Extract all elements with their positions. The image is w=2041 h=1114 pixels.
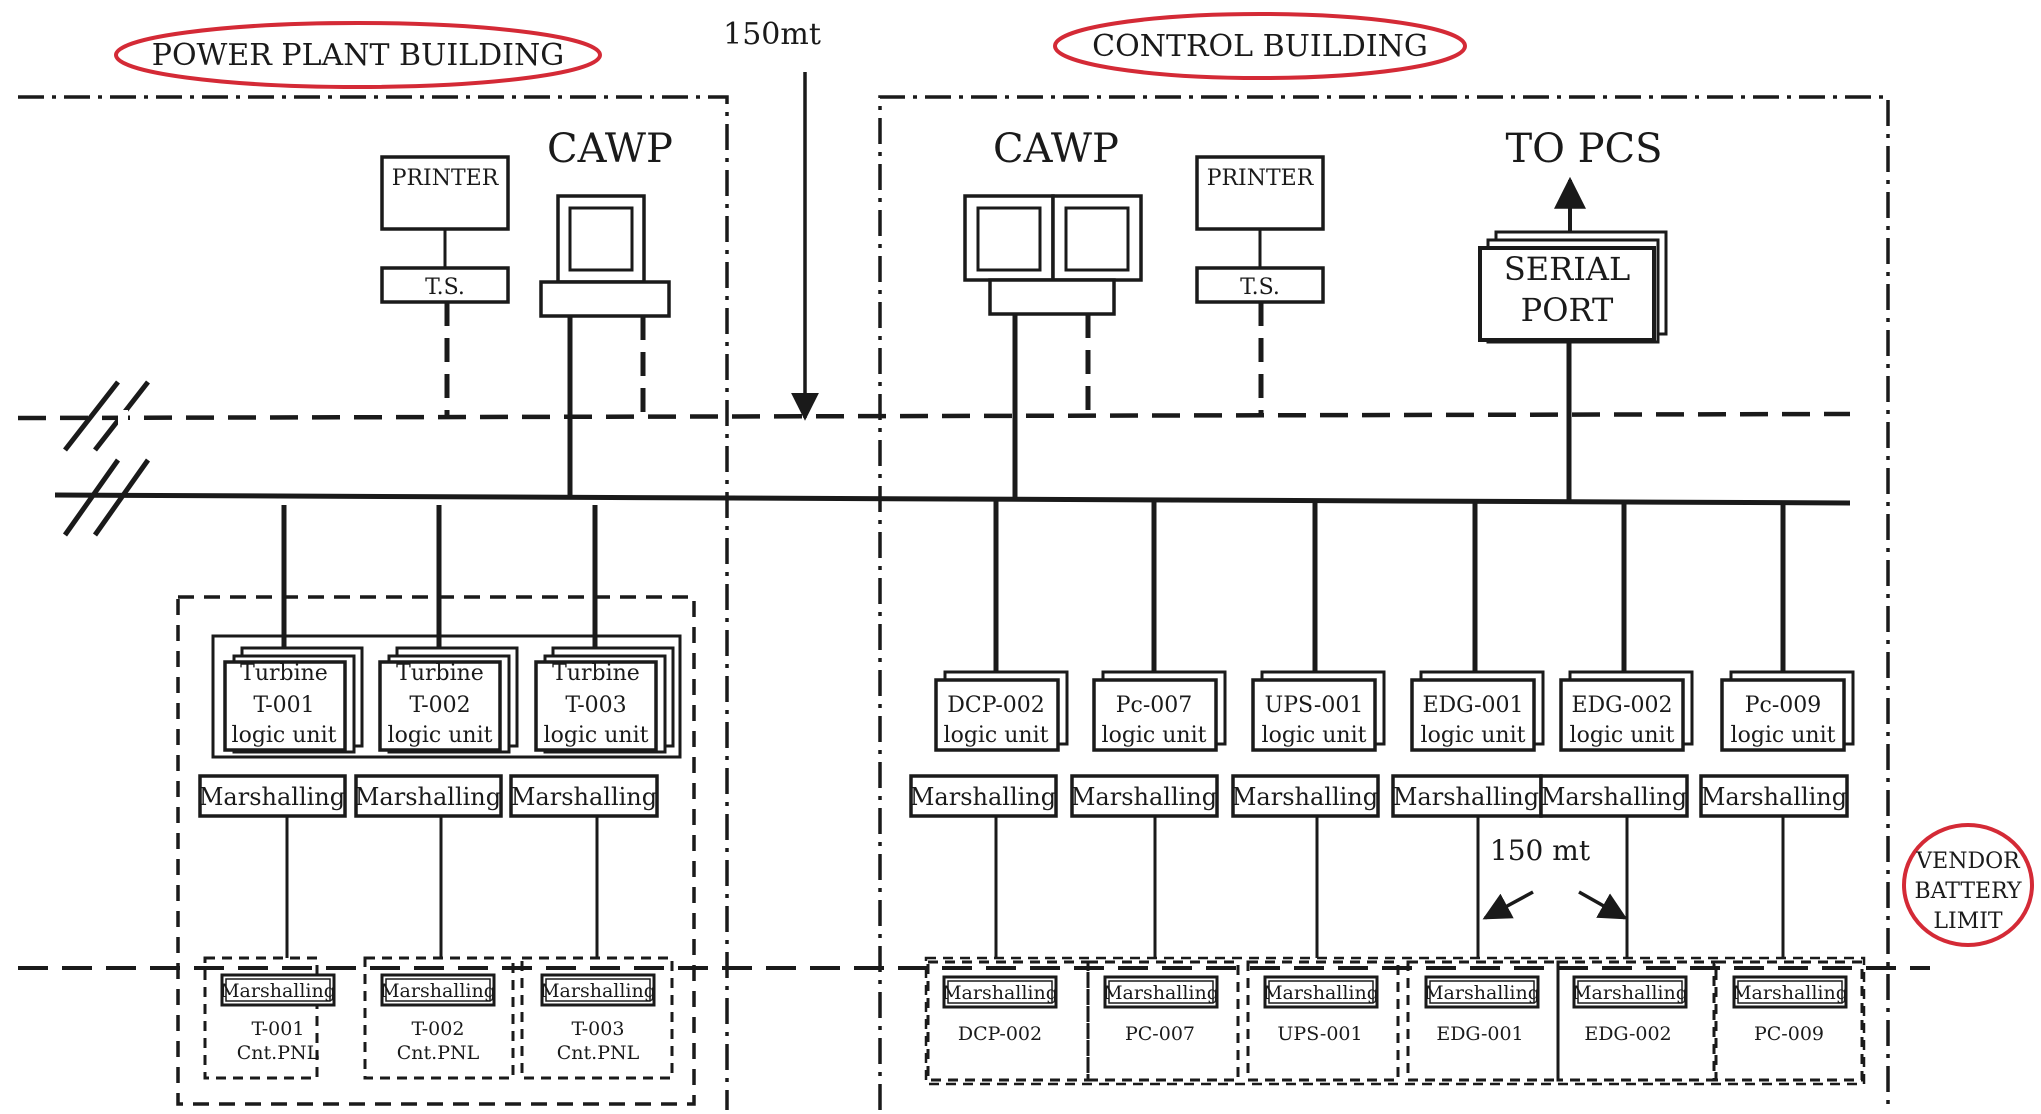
main-data-bus xyxy=(54,492,1851,506)
control-unit-ups-001: UPS-001 logic unit Marshalling Marshalli… xyxy=(1231,502,1400,1082)
cb-terminal-server: T.S. xyxy=(1195,266,1325,304)
turbine-3-field-marshalling: Marshalling xyxy=(540,980,656,1002)
control-unit-edg-001: EDG-001 logic unit Marshalling Marshalli… xyxy=(1391,503,1560,1082)
cb-cawp-workstation-icon xyxy=(963,194,1143,316)
turbine-2-title: Turbine xyxy=(396,661,484,686)
ups-001-type: logic unit xyxy=(1262,723,1367,748)
turbine-3-tag: T-003 xyxy=(565,693,626,718)
dcp-002-field-label: DCP-002 xyxy=(958,1023,1042,1045)
turbine-1-title: Turbine xyxy=(240,661,328,686)
control-field-group-boundary xyxy=(924,956,1866,1086)
pc-007-marshalling: Marshalling xyxy=(1071,783,1217,811)
to-pcs-label: TO PCS xyxy=(1505,126,1662,172)
pp-printer: PRINTER xyxy=(380,155,510,231)
turbine-unit-1: Turbine T-001 logic unit Marshalling Mar… xyxy=(198,505,364,1080)
turbine-unit-3: Turbine T-003 logic unit Marshalling Mar… xyxy=(509,505,675,1080)
distance-label-bottom: 150 mt xyxy=(1490,834,1591,867)
ups-001-marshalling: Marshalling xyxy=(1232,783,1378,811)
pc-007-tag: Pc-007 xyxy=(1116,693,1193,718)
edg-002-field-marshalling: Marshalling xyxy=(1572,982,1688,1004)
vendor-label: VENDOR xyxy=(1915,849,2021,874)
pc-009-tag: Pc-009 xyxy=(1745,693,1822,718)
pp-cawp-label: CAWP xyxy=(547,126,673,172)
ups-001-field-label: UPS-001 xyxy=(1277,1023,1362,1045)
dcp-002-marshalling: Marshalling xyxy=(910,783,1056,811)
vendor-battery-limit: VENDOR BATTERY LIMIT xyxy=(1902,823,2034,947)
pp-ts-label: T.S. xyxy=(425,275,465,300)
edg-001-tag: EDG-001 xyxy=(1422,693,1523,718)
dashed-network-line xyxy=(17,411,1851,421)
turbine-1-tag: T-001 xyxy=(253,693,314,718)
ups-001-field-marshalling: Marshalling xyxy=(1263,982,1379,1004)
control-unit-pc-009: Pc-009 logic unit Marshalling Marshallin… xyxy=(1699,505,1864,1082)
dcp-002-field-marshalling: Marshalling xyxy=(942,982,1058,1004)
dcp-002-type: logic unit xyxy=(944,723,1049,748)
turbine-3-marshalling: Marshalling xyxy=(511,783,657,811)
serial-port-label-1: SERIAL xyxy=(1504,250,1630,288)
edg-001-type: logic unit xyxy=(1421,723,1526,748)
cb-printer-label: PRINTER xyxy=(1207,166,1315,191)
control-building-label: CONTROL BUILDING xyxy=(1092,29,1428,64)
edg-002-marshalling: Marshalling xyxy=(1541,783,1687,811)
turbine-3-title: Turbine xyxy=(552,661,640,686)
turbine-1-marshalling: Marshalling xyxy=(199,783,345,811)
serial-port-box: SERIAL PORT xyxy=(1478,230,1668,344)
turbine-2-type: logic unit xyxy=(388,723,493,748)
power-plant-building-label: POWER PLANT BUILDING xyxy=(152,38,564,73)
edg-001-marshalling: Marshalling xyxy=(1393,783,1539,811)
turbine-1-panel-tag: T-001 xyxy=(252,1018,305,1040)
edg-001-field-label: EDG-001 xyxy=(1436,1023,1523,1045)
turbine-3-panel-type: Cnt.PNL xyxy=(557,1042,640,1064)
turbine-group-boundary xyxy=(176,595,696,1106)
turbine-3-type: logic unit xyxy=(544,723,649,748)
battery-label: BATTERY xyxy=(1914,879,2022,904)
edg-001-field-marshalling: Marshalling xyxy=(1424,982,1540,1004)
distance-arrow-right xyxy=(1578,890,1628,920)
turbine-3-panel-tag: T-003 xyxy=(572,1018,625,1040)
pc-007-field-marshalling: Marshalling xyxy=(1103,982,1219,1004)
pc-009-field-label: PC-009 xyxy=(1754,1023,1824,1045)
control-unit-pc-007: Pc-007 logic unit Marshalling Marshallin… xyxy=(1070,500,1240,1082)
cb-ts-label: T.S. xyxy=(1240,275,1280,300)
turbine-unit-2: Turbine T-002 logic unit Marshalling Mar… xyxy=(354,505,519,1080)
ups-001-tag: UPS-001 xyxy=(1265,693,1364,718)
turbine-2-panel-tag: T-002 xyxy=(412,1018,465,1040)
control-unit-edg-002: EDG-002 logic unit Marshalling Marshalli… xyxy=(1539,503,1716,1082)
control-building-boundary xyxy=(878,95,1890,1110)
control-unit-dcp-002: DCP-002 logic unit Marshalling Marshalli… xyxy=(909,500,1090,1082)
edg-002-field-label: EDG-002 xyxy=(1584,1023,1671,1045)
pc-007-field-label: PC-007 xyxy=(1125,1023,1195,1045)
cb-cawp-label: CAWP xyxy=(993,126,1119,172)
turbine-1-type: logic unit xyxy=(232,723,337,748)
turbine-2-field-marshalling: Marshalling xyxy=(380,980,496,1002)
pc-007-type: logic unit xyxy=(1102,723,1207,748)
turbine-1-panel-type: Cnt.PNL xyxy=(237,1042,320,1064)
pc-009-marshalling: Marshalling xyxy=(1701,783,1847,811)
distance-label-top: 150mt xyxy=(723,17,821,52)
control-building-title: CONTROL BUILDING xyxy=(1053,12,1467,80)
turbine-2-tag: T-002 xyxy=(409,693,470,718)
pc-009-type: logic unit xyxy=(1731,723,1836,748)
turbine-1-field-marshalling: Marshalling xyxy=(220,980,336,1002)
distance-arrow-left xyxy=(1482,890,1534,920)
dcp-002-tag: DCP-002 xyxy=(947,693,1045,718)
turbine-2-panel-type: Cnt.PNL xyxy=(397,1042,480,1064)
turbine-logic-enclosure xyxy=(211,634,682,759)
pp-printer-label: PRINTER xyxy=(392,166,500,191)
limit-label: LIMIT xyxy=(1933,909,2003,934)
serial-port-label-2: PORT xyxy=(1521,291,1614,329)
edg-002-tag: EDG-002 xyxy=(1571,693,1672,718)
power-plant-building-boundary xyxy=(18,95,729,1110)
pp-cawp-workstation-icon xyxy=(539,194,671,318)
cb-printer: PRINTER xyxy=(1195,155,1325,231)
line-break-marks xyxy=(62,380,151,537)
turbine-2-marshalling: Marshalling xyxy=(355,783,501,811)
power-plant-building-title: POWER PLANT BUILDING xyxy=(114,21,602,89)
pp-terminal-server: T.S. xyxy=(380,266,510,304)
edg-002-type: logic unit xyxy=(1570,723,1675,748)
pc-009-field-marshalling: Marshalling xyxy=(1732,982,1848,1004)
